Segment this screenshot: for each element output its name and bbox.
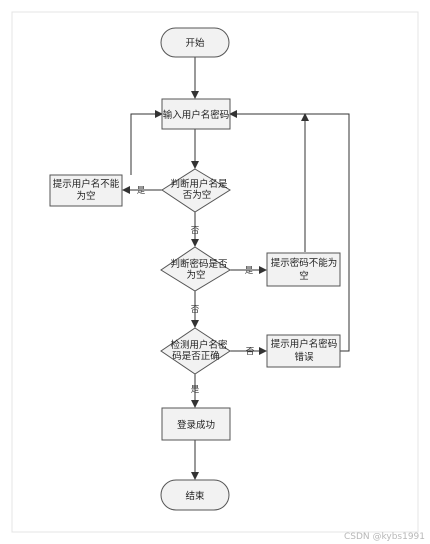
edge-label-no-pwd: 否 — [191, 305, 200, 315]
edge-label-no-correct: 否 — [246, 347, 255, 357]
check-pwd-empty-line1: 判断密码是否 — [170, 258, 228, 270]
input-node: 输入用户名密码 — [161, 98, 231, 130]
warn-error-line1: 提示用户名密码 — [271, 338, 338, 350]
end-node: 结束 — [160, 479, 230, 511]
edge-label-yes-pwd: 是 — [245, 266, 254, 276]
start-node: 开始 — [160, 27, 230, 58]
check-user-empty-line1: 判断用户名是 — [170, 178, 228, 190]
edge-warn-user-loop — [130, 110, 163, 175]
edge-label-no-user: 否 — [191, 226, 200, 236]
start-label: 开始 — [185, 37, 205, 49]
edge-label-yes-user: 是 — [137, 186, 146, 196]
check-user-empty-line2: 否为空 — [183, 189, 212, 201]
check-pwd-empty-node: 判断密码是否 为空 — [160, 246, 231, 292]
input-label: 输入用户名密码 — [163, 109, 230, 121]
warn-user-empty-node: 提示用户名不能 为空 — [49, 174, 123, 207]
check-correct-line1: 检测用户名密 — [170, 339, 228, 351]
check-correct-line2: 码是否正确 — [172, 350, 220, 362]
warn-pwd-empty-line1: 提示密码不能为 — [271, 257, 338, 269]
warn-error-node: 提示用户名密码 错误 — [266, 334, 341, 368]
login-ok-node: 登录成功 — [161, 407, 231, 441]
edge-label-yes-correct: 是 — [191, 385, 200, 395]
check-pwd-empty-line2: 为空 — [186, 269, 205, 281]
login-ok-label: 登录成功 — [177, 419, 215, 431]
end-label: 结束 — [185, 490, 205, 502]
warn-pwd-empty-node: 提示密码不能为 空 — [266, 252, 341, 287]
check-user-empty-node: 判断用户名是 否为空 — [161, 168, 231, 213]
warn-error-line2: 错误 — [294, 351, 314, 363]
check-correct-node: 检测用户名密 码是否正确 — [160, 327, 231, 375]
watermark: CSDN @kybs1991 — [344, 532, 425, 542]
edge-warn-error-loop — [229, 110, 350, 352]
warn-user-empty-line2: 为空 — [76, 190, 95, 202]
warn-user-empty-line1: 提示用户名不能 — [53, 178, 120, 190]
warn-pwd-empty-line2: 空 — [299, 270, 309, 282]
